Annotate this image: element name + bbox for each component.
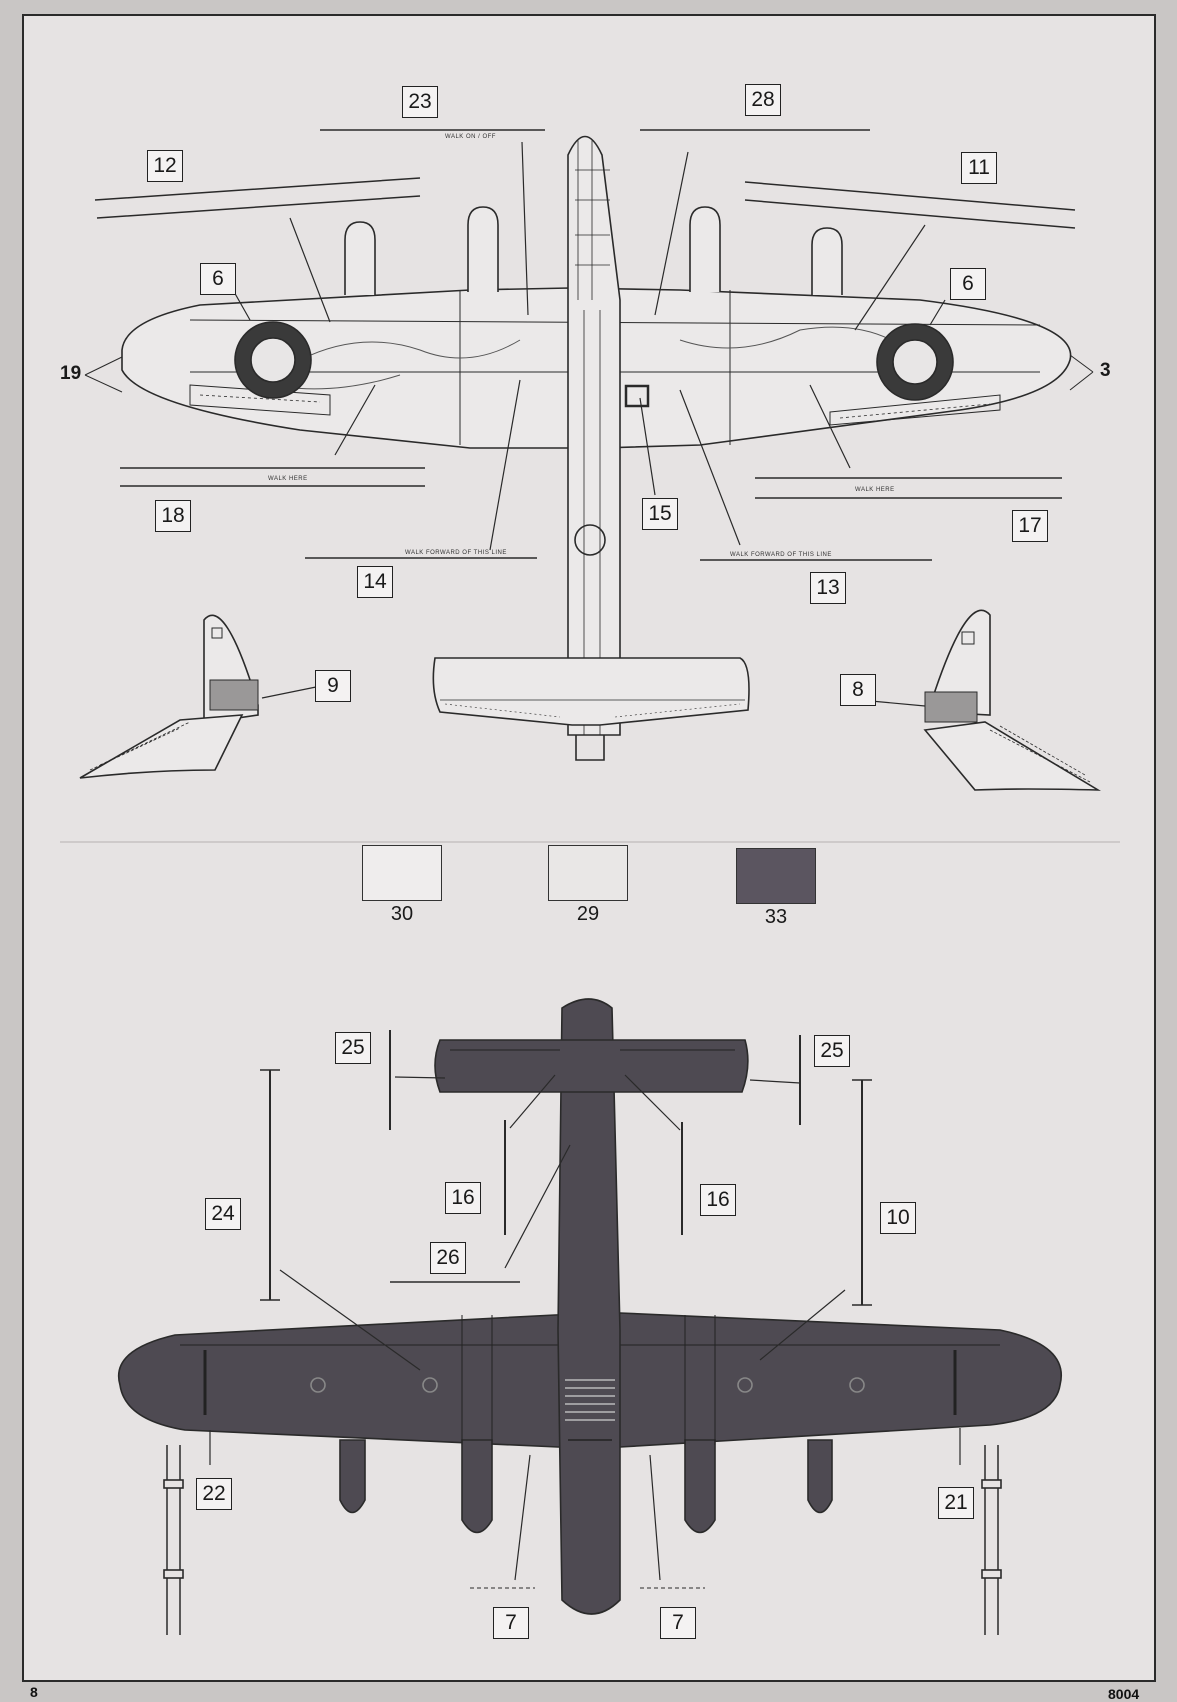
kit-number: 8004 xyxy=(1108,1686,1140,1702)
stencil-walk-forward-right: WALK FORWARD OF THIS LINE xyxy=(730,552,832,558)
marker-6-left: 6 xyxy=(200,263,236,295)
marker-17: 17 xyxy=(1012,510,1048,542)
page-number: 8 xyxy=(30,1684,38,1700)
marker-24: 24 xyxy=(205,1198,241,1230)
marker-25-right: 25 xyxy=(814,1035,850,1067)
swatch-label-29: 29 xyxy=(576,903,600,925)
marker-7-left: 7 xyxy=(493,1607,529,1639)
marker-26: 26 xyxy=(430,1242,466,1274)
marker-14: 14 xyxy=(357,566,393,598)
marker-15: 15 xyxy=(642,498,678,530)
color-swatch-30 xyxy=(362,845,442,901)
lower-plan-view xyxy=(117,998,1062,1635)
marker-16-left: 16 xyxy=(445,1182,481,1214)
marker-19: 19 xyxy=(60,363,82,384)
marker-22: 22 xyxy=(196,1478,232,1510)
marker-18: 18 xyxy=(155,500,191,532)
color-swatch-33 xyxy=(736,848,816,904)
marker-21: 21 xyxy=(938,1487,974,1519)
marker-11: 11 xyxy=(961,152,997,184)
stencil-walk-forward-left: WALK FORWARD OF THIS LINE xyxy=(405,550,507,556)
marker-9: 9 xyxy=(315,670,351,702)
marker-23: 23 xyxy=(402,86,438,118)
marker-8: 8 xyxy=(840,674,876,706)
swatch-label-33: 33 xyxy=(764,906,788,928)
marker-12: 12 xyxy=(147,150,183,182)
marker-3: 3 xyxy=(1100,360,1111,381)
marker-25-left: 25 xyxy=(335,1032,371,1064)
upper-plan-view xyxy=(79,129,1102,791)
swatch-label-30: 30 xyxy=(390,903,414,925)
marker-10: 10 xyxy=(880,1202,916,1234)
marker-28: 28 xyxy=(745,84,781,116)
marker-16-right: 16 xyxy=(700,1184,736,1216)
stencil-walk-here-left: WALK HERE xyxy=(268,476,308,482)
marker-6-right: 6 xyxy=(950,268,986,300)
stencil-walk-here-right: WALK HERE xyxy=(855,487,895,493)
color-swatch-29 xyxy=(548,845,628,901)
marker-13: 13 xyxy=(810,572,846,604)
marker-7-right: 7 xyxy=(660,1607,696,1639)
